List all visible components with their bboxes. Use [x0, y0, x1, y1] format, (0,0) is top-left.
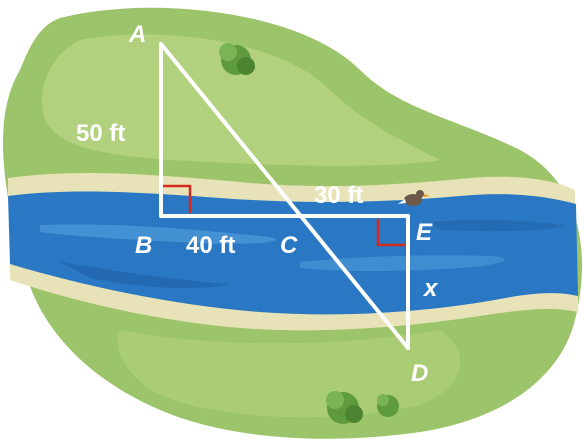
bush-icon [219, 43, 255, 75]
measurement-AB: 50 ft [76, 120, 125, 147]
land-highlight-south [117, 330, 461, 418]
land-highlight [41, 34, 441, 166]
river-ripple-3 [60, 262, 230, 289]
point-label-D: D [411, 360, 428, 387]
bush-icon [326, 391, 363, 424]
river-bank-south [10, 262, 578, 331]
point-label-C: C [280, 232, 298, 259]
point-label-B: B [135, 232, 152, 259]
measurement-BC: 40 ft [186, 232, 235, 259]
right-angle-marker-B [163, 184, 192, 213]
measurement-ED: x [422, 275, 439, 302]
river-bank-north [8, 173, 575, 205]
point-label-E: E [416, 219, 433, 246]
river-ripple-1 [40, 224, 277, 244]
point-label-A: A [128, 21, 146, 48]
bush-icon [377, 394, 399, 417]
river-ripple-4 [430, 219, 565, 232]
measurement-CE: 30 ft [314, 182, 363, 209]
bird-icon [398, 190, 430, 206]
river-ripple-2 [300, 255, 505, 271]
right-angle-marker-E [376, 219, 405, 247]
segment-AD [159, 42, 410, 350]
